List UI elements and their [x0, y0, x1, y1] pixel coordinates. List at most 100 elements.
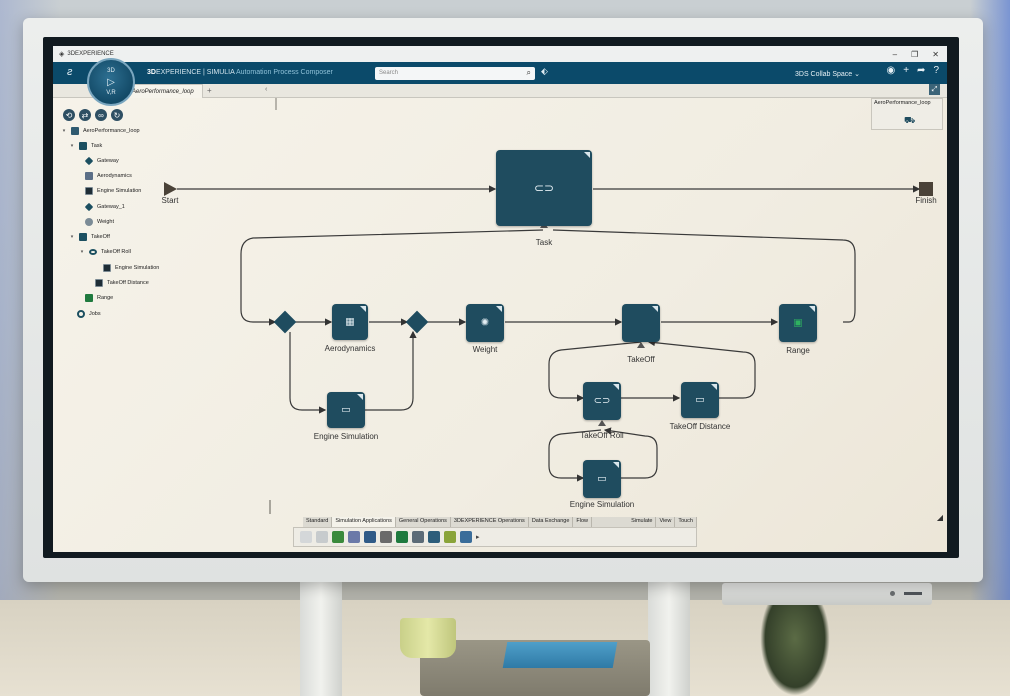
tree-item-aerodynamics[interactable]: Aerodynamics — [85, 171, 132, 181]
tool-icon[interactable] — [412, 531, 424, 543]
tab-view[interactable]: View — [656, 517, 676, 527]
tag-icon[interactable]: ⬖ — [541, 66, 548, 76]
preview-title: AeroPerformance_loop — [874, 100, 931, 106]
compass-icon[interactable]: 3D V,R ▷ — [87, 58, 135, 106]
compass-play-icon[interactable]: ▷ — [107, 76, 115, 88]
compass-bottom-label: V,R — [106, 90, 116, 96]
tab-flow[interactable]: Flow — [573, 517, 593, 527]
gateway1-diamond — [405, 310, 429, 334]
engine-simulation-2-node[interactable]: ▭ — [583, 460, 621, 498]
link-icon[interactable]: ∞ — [95, 109, 107, 121]
maximize-button[interactable]: ❐ — [911, 49, 919, 59]
tree-item-label: TakeOff Roll — [101, 249, 131, 255]
tree-item-label: Range — [97, 295, 114, 301]
script-icon[interactable] — [460, 531, 472, 543]
tree-item-engine-simulation[interactable]: Engine Simulation — [85, 186, 141, 196]
view-icon[interactable] — [380, 531, 392, 543]
tab-touch[interactable]: Touch — [675, 517, 697, 527]
expand-icon[interactable]: ▾ — [70, 234, 74, 240]
expand-icon[interactable]: ▾ — [80, 249, 84, 255]
task-label: Task — [535, 238, 553, 247]
brand-prefix: 3D — [147, 69, 156, 76]
expand-icon[interactable]: ▾ — [70, 143, 74, 149]
tree-item-takeoff-roll[interactable]: ▾ TakeOff Roll — [79, 247, 131, 257]
tree-item-label: Engine Simulation — [97, 188, 142, 194]
copy-icon[interactable] — [300, 531, 312, 543]
action-bar-tabs: Standard Simulation Applications General… — [303, 517, 697, 527]
refresh-icon[interactable]: ⟲ — [63, 109, 75, 121]
workflow-canvas[interactable]: ⊂⊃ ▦ ✺ ▣ ▭ ⊂⊃ ▭ ▭ — [53, 98, 947, 552]
add-icon[interactable]: + — [903, 65, 910, 76]
tab-data-exchange[interactable]: Data Exchange — [529, 517, 574, 527]
takeoff-node[interactable] — [622, 304, 660, 342]
task-node[interactable]: ⊂⊃ — [496, 150, 592, 226]
tree-item-takeoff-distance[interactable]: TakeOff Distance — [95, 278, 149, 288]
action-bar-right-tabs: Simulate View Touch — [628, 517, 697, 527]
range-node[interactable]: ▣ — [779, 304, 817, 342]
tree-root[interactable]: ▾ AeroPerformance_loop — [61, 126, 140, 136]
takeoff-distance-node[interactable]: ▭ — [681, 382, 719, 418]
tree-item-range[interactable]: Range — [85, 293, 113, 303]
more-tools-icon[interactable]: ▸ — [476, 534, 480, 541]
sync-icon[interactable]: ⇄ — [79, 109, 91, 121]
aerodynamics-label: Aerodynamics — [324, 344, 376, 353]
help-icon[interactable]: ? — [933, 65, 939, 76]
minimize-button[interactable]: – — [892, 49, 898, 59]
close-button[interactable]: ✕ — [932, 49, 939, 59]
engine-simulation-node[interactable]: ▭ — [327, 392, 365, 428]
aerodynamics-node[interactable]: ▦ — [332, 304, 368, 340]
paste-icon[interactable] — [316, 531, 328, 543]
search-input[interactable]: Search ⌕ — [375, 67, 535, 80]
tree-item-jobs[interactable]: Jobs — [77, 309, 101, 319]
tree-item-task[interactable]: ▾ Task — [69, 141, 102, 151]
vertical-splitter[interactable] — [269, 500, 271, 514]
ds-logo-icon: ◈ — [59, 51, 65, 58]
command-icon — [95, 279, 103, 287]
tree-item-takeoff[interactable]: ▾ TakeOff — [69, 232, 110, 242]
expand-icon[interactable]: ▾ — [62, 128, 66, 134]
command-icon — [85, 187, 93, 195]
search-placeholder: Search — [379, 70, 399, 76]
tab-standard[interactable]: Standard — [303, 517, 333, 527]
panel-divider[interactable] — [275, 98, 277, 110]
add-tab-button[interactable]: + — [207, 86, 212, 95]
user-icon[interactable]: ◉ — [886, 65, 896, 76]
tab-general-operations[interactable]: General Operations — [396, 517, 451, 527]
preview-panel[interactable]: AeroPerformance_loop ⛟ — [871, 98, 943, 130]
tree-item-gateway[interactable]: Gateway — [84, 156, 119, 166]
collab-space-selector[interactable]: 3DS Collab Space ⌄ — [795, 71, 861, 78]
calculator-icon — [85, 172, 93, 180]
process-icon — [71, 127, 79, 135]
cad-icon[interactable] — [364, 531, 376, 543]
tree-item-weight[interactable]: Weight — [85, 217, 114, 227]
search-icon[interactable]: ⌕ — [526, 68, 531, 77]
tree-item-gateway-1[interactable]: Gateway_1 — [84, 202, 125, 212]
edge-engine-roll — [603, 427, 658, 479]
start-marker — [164, 182, 177, 196]
process-icon[interactable] — [428, 531, 440, 543]
tree-item-engine-simulation-2[interactable]: Engine Simulation — [103, 263, 159, 273]
abaqus-icon[interactable] — [348, 531, 360, 543]
weight-label: Weight — [472, 345, 498, 354]
tree-item-label: Jobs — [89, 311, 101, 317]
collapse-panel-button[interactable]: ‹ — [265, 86, 268, 93]
share-icon[interactable]: ➦ — [917, 65, 926, 76]
takeoff-label: TakeOff — [627, 355, 655, 364]
monitor-stand-leg-left — [300, 575, 342, 696]
edge-distance-takeoff — [647, 339, 756, 399]
tab-simulate[interactable]: Simulate — [628, 517, 657, 527]
node-corner-icon — [613, 384, 619, 390]
brand-app: Automation Process Composer — [235, 69, 333, 76]
tab-aeroperformance-loop[interactable]: AeroPerformance_loop — [123, 84, 203, 98]
reload-icon[interactable]: ↻ — [111, 109, 123, 121]
loop-icon: ⊂⊃ — [533, 181, 555, 195]
excel-icon[interactable] — [396, 531, 408, 543]
takeoff-roll-node[interactable]: ⊂⊃ — [583, 382, 621, 420]
simulation-app-icon[interactable] — [332, 531, 344, 543]
optimize-icon[interactable] — [444, 531, 456, 543]
brand-title: 3DEXPERIENCE | SIMULIA Automation Proces… — [147, 69, 333, 76]
fullscreen-icon[interactable]: ⤢ — [929, 84, 940, 95]
tab-simulation-applications[interactable]: Simulation Applications — [332, 517, 396, 527]
tab-3dexperience-operations[interactable]: 3DEXPERIENCE Operations — [451, 517, 529, 527]
weight-node[interactable]: ✺ — [466, 304, 504, 342]
